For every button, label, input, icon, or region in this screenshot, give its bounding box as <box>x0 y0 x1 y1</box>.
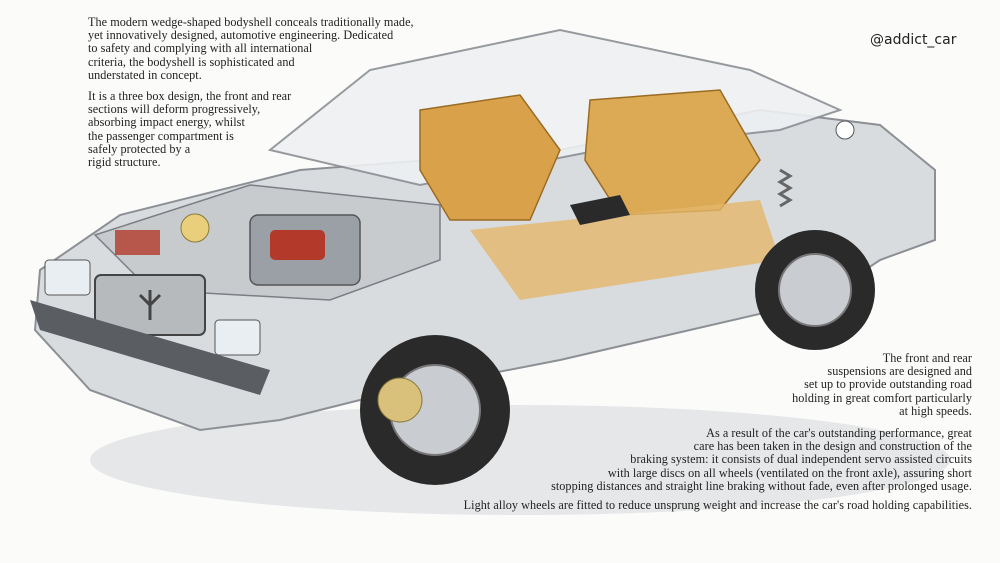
suspension-description: The front and rear suspensions are desig… <box>792 351 972 418</box>
headlight-left <box>44 259 91 296</box>
three-box-description: It is a three box design, the front and … <box>88 89 292 170</box>
rear-suspension-spring <box>777 168 793 208</box>
rear-badge <box>835 120 855 140</box>
bodyshell-description: The modern wedge-shaped bodyshell concea… <box>88 15 414 82</box>
front-brake-disc <box>377 377 423 423</box>
front-bumper <box>30 300 270 395</box>
grille-trident-logo <box>138 290 162 320</box>
ground-shadow <box>90 405 950 515</box>
headlight-right <box>214 319 261 356</box>
wheels-description: Light alloy wheels are fitted to reduce … <box>463 498 972 512</box>
braking-description: As a result of the car's outstanding per… <box>551 426 972 493</box>
interior-floor <box>470 200 780 300</box>
interior-seats <box>419 94 561 221</box>
watermark: @addict_car <box>870 32 957 48</box>
engine-red-cover <box>270 230 325 260</box>
side-mirror <box>570 195 630 225</box>
battery <box>115 230 160 255</box>
rear-wheel-rim <box>778 253 852 327</box>
reservoir <box>180 213 210 243</box>
